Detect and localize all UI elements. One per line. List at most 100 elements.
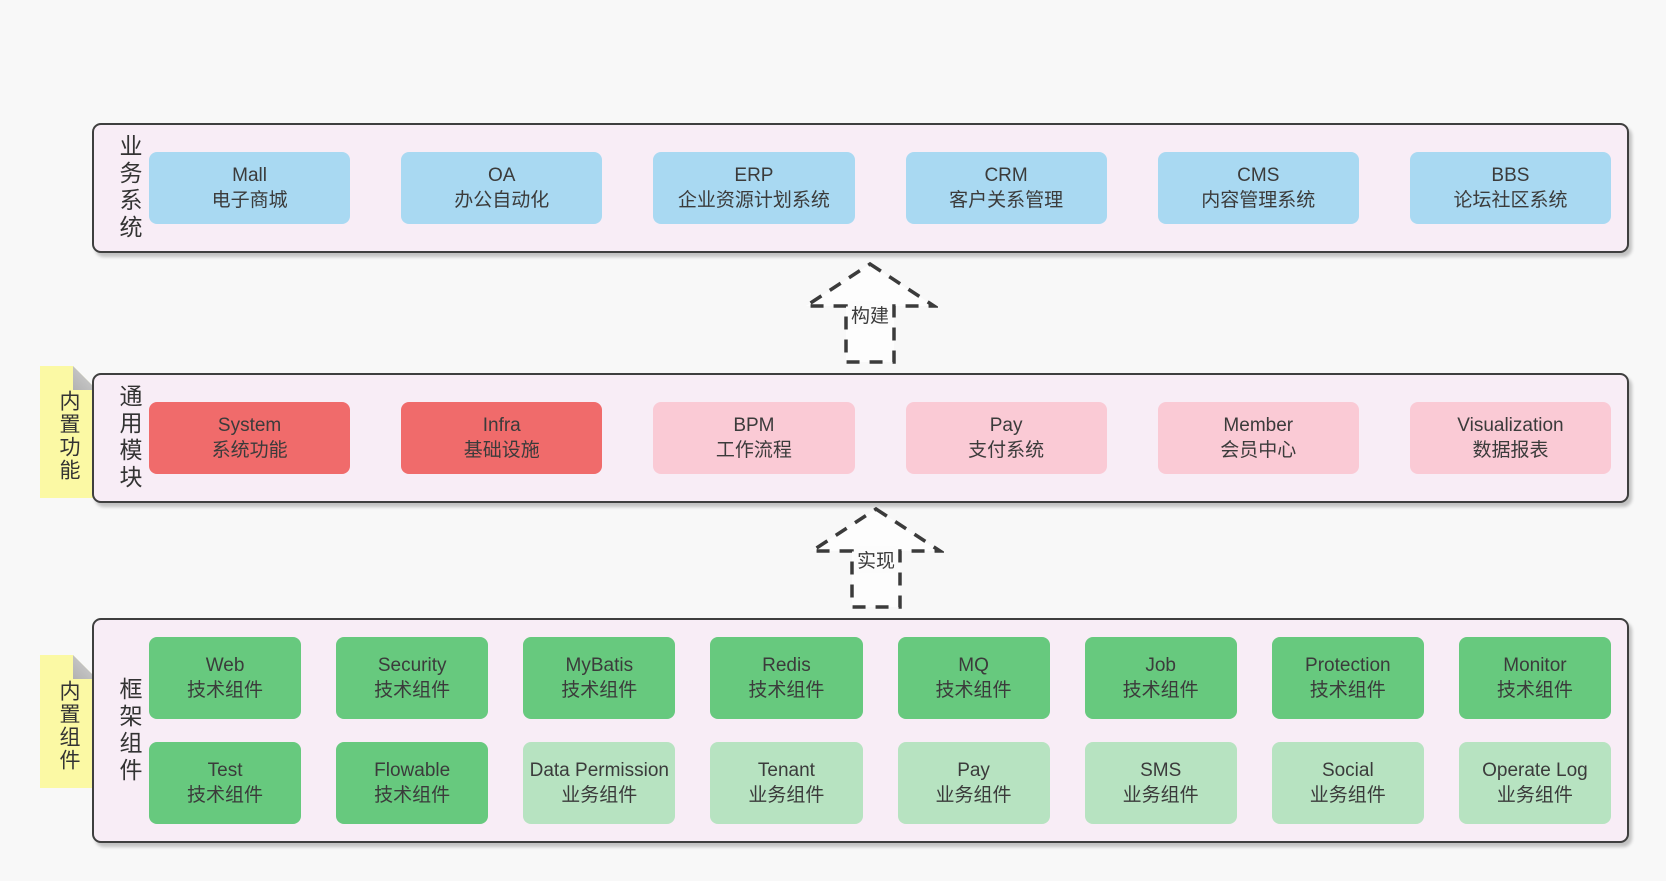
- box-system: System 系统功能: [149, 402, 351, 474]
- box-title: Mall: [232, 165, 267, 186]
- box-subtitle: 办公自动化: [454, 190, 550, 211]
- box-subtitle: 业务组件: [748, 785, 825, 806]
- box-subtitle: 技术组件: [187, 680, 264, 701]
- box-title: Visualization: [1457, 415, 1564, 436]
- box-data-permission: Data Permission 业务组件: [523, 742, 676, 824]
- box-title: MQ: [958, 655, 989, 676]
- box-title: MyBatis: [565, 655, 634, 676]
- box-title: Test: [207, 760, 243, 781]
- box-subtitle: 技术组件: [561, 680, 638, 701]
- box-sms: SMS 业务组件: [1084, 742, 1237, 824]
- panel-label-business-systems: 业务系统: [116, 134, 142, 242]
- common-modules-row: System 系统功能 Infra 基础设施 BPM 工作流程 Pay 支付系统 Member 会…: [149, 402, 1612, 474]
- box-subtitle: 业务组件: [561, 785, 638, 806]
- box-member: Member 会员中心: [1157, 402, 1359, 474]
- box-tenant: Tenant 业务组件: [710, 742, 863, 824]
- box-title: Redis: [762, 655, 811, 676]
- box-subtitle: 企业资源计划系统: [677, 190, 830, 211]
- box-subtitle: 会员中心: [1220, 440, 1297, 461]
- box-title: CMS: [1237, 165, 1280, 186]
- box-subtitle: 数据报表: [1472, 440, 1549, 461]
- box-subtitle: 技术组件: [1122, 680, 1199, 701]
- sticky-note-builtin-features: 内置功能: [40, 366, 97, 498]
- arrow-label: 实现: [853, 546, 899, 573]
- box-subtitle: 电子商城: [211, 190, 288, 211]
- box-title: Tenant: [757, 760, 815, 781]
- box-title: Monitor: [1503, 655, 1567, 676]
- box-subtitle: 支付系统: [968, 440, 1045, 461]
- box-subtitle: 内容管理系统: [1201, 190, 1316, 211]
- box-title: Operate Log: [1482, 760, 1588, 781]
- box-subtitle: 技术组件: [935, 680, 1012, 701]
- box-cms: CMS 内容管理系统: [1157, 152, 1359, 224]
- panel-label-framework-components: 框架组件: [116, 676, 142, 785]
- box-job: Job 技术组件: [1084, 637, 1237, 719]
- box-subtitle: 技术组件: [374, 680, 451, 701]
- box-bpm: BPM 工作流程: [653, 402, 855, 474]
- box-test: Test 技术组件: [149, 742, 302, 824]
- panel-label-common-modules: 通用模块: [116, 384, 142, 492]
- box-social: Social 业务组件: [1271, 742, 1424, 824]
- box-title: Protection: [1305, 655, 1391, 676]
- box-mall: Mall 电子商城: [149, 152, 351, 224]
- build-arrow-icon: 构建: [802, 261, 938, 365]
- box-title: System: [217, 415, 282, 436]
- box-mq: MQ 技术组件: [897, 637, 1050, 719]
- box-title: ERP: [734, 165, 774, 186]
- box-subtitle: 业务组件: [1496, 785, 1573, 806]
- box-pay: Pay 支付系统: [905, 402, 1107, 474]
- box-subtitle: 基础设施: [463, 440, 540, 461]
- box-subtitle: 业务组件: [935, 785, 1012, 806]
- box-title: Social: [1321, 760, 1374, 781]
- box-security: Security 技术组件: [336, 637, 489, 719]
- common-modules-panel: 通用模块 System 系统功能 Infra 基础设施 BPM 工作流程 Pay 支付系统 Me…: [92, 373, 1629, 503]
- box-subtitle: 技术组件: [1496, 680, 1573, 701]
- sticky-note-label: 内置组件: [57, 679, 80, 772]
- box-title: Member: [1223, 415, 1294, 436]
- box-subtitle: 技术组件: [748, 680, 825, 701]
- box-title: Data Permission: [529, 760, 669, 781]
- box-title: Pay: [989, 415, 1023, 436]
- arrow-label: 构建: [847, 301, 893, 328]
- sticky-note-builtin-components: 内置组件: [40, 655, 97, 788]
- box-title: BBS: [1491, 165, 1530, 186]
- box-subtitle: 工作流程: [715, 440, 792, 461]
- box-subtitle: 客户关系管理: [949, 190, 1064, 211]
- box-title: Pay: [957, 760, 990, 781]
- box-subtitle: 论坛社区系统: [1453, 190, 1568, 211]
- box-title: SMS: [1140, 760, 1182, 781]
- box-visualization: Visualization 数据报表: [1409, 402, 1612, 474]
- box-web: Web 技术组件: [149, 637, 302, 719]
- box-title: Infra: [482, 415, 521, 436]
- box-subtitle: 技术组件: [187, 785, 264, 806]
- box-monitor: Monitor 技术组件: [1458, 637, 1611, 719]
- box-subtitle: 技术组件: [374, 785, 451, 806]
- implement-arrow-icon: 实现: [808, 506, 944, 610]
- box-title: Job: [1145, 655, 1176, 676]
- box-subtitle: 系统功能: [211, 440, 288, 461]
- box-redis: Redis 技术组件: [710, 637, 863, 719]
- box-title: BPM: [733, 415, 775, 436]
- box-crm: CRM 客户关系管理: [905, 152, 1107, 224]
- box-title: Web: [205, 655, 245, 676]
- box-subtitle: 业务组件: [1122, 785, 1199, 806]
- box-subtitle: 技术组件: [1309, 680, 1386, 701]
- box-infra: Infra 基础设施: [401, 402, 603, 474]
- box-title: Security: [377, 655, 447, 676]
- box-title: CRM: [984, 165, 1028, 186]
- box-pay: Pay 业务组件: [897, 742, 1050, 824]
- box-operate-log: Operate Log 业务组件: [1458, 742, 1611, 824]
- box-bbs: BBS 论坛社区系统: [1409, 152, 1612, 224]
- box-mybatis: MyBatis 技术组件: [523, 637, 676, 719]
- box-subtitle: 业务组件: [1309, 785, 1386, 806]
- box-protection: Protection 技术组件: [1271, 637, 1424, 719]
